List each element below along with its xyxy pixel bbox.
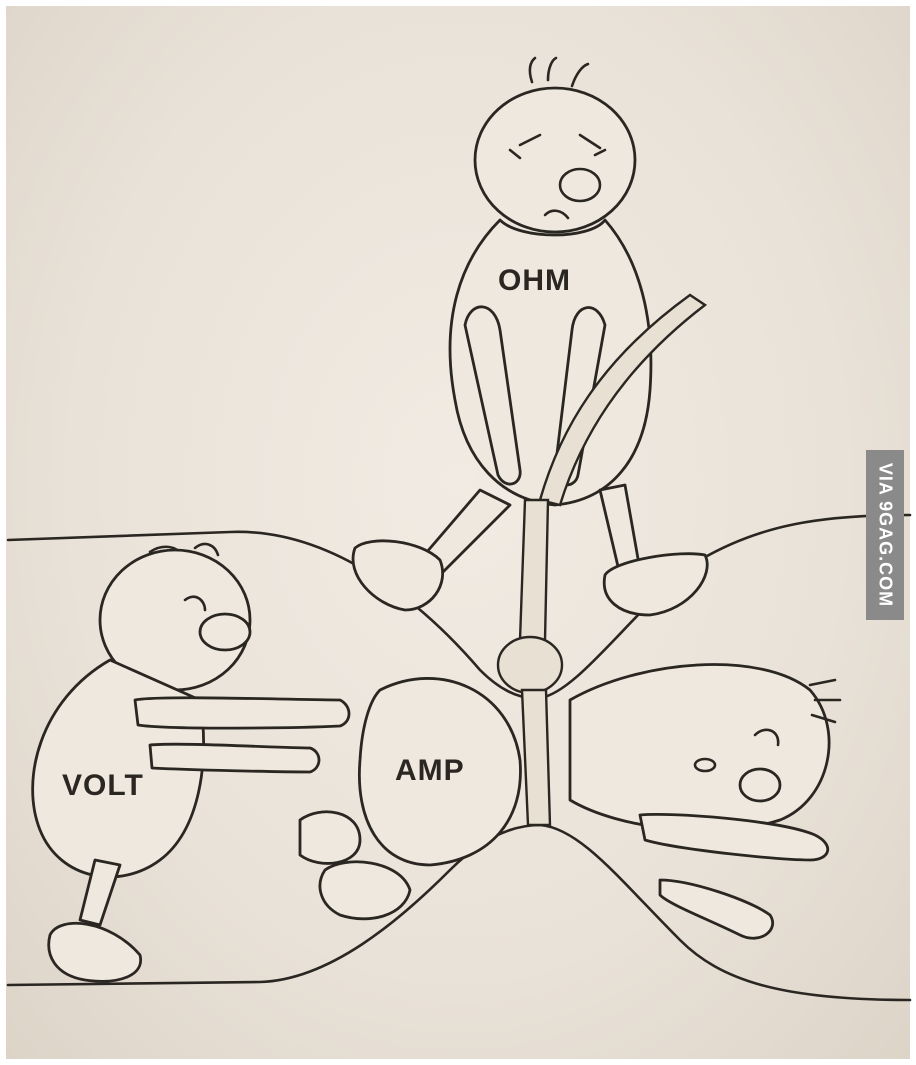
rope	[496, 293, 708, 827]
volt-character: VOLT	[31, 542, 362, 983]
amp-label: AMP	[395, 754, 465, 787]
amp-character: AMP	[318, 677, 522, 921]
watermark: VIA 9GAG.COM	[866, 450, 904, 620]
squeezed-character	[568, 663, 842, 940]
volt-label: VOLT	[62, 769, 144, 802]
ohm-label: OHM	[498, 264, 571, 297]
ohm-character: OHM	[351, 56, 709, 617]
watermark-text: VIA 9GAG.COM	[875, 462, 896, 608]
